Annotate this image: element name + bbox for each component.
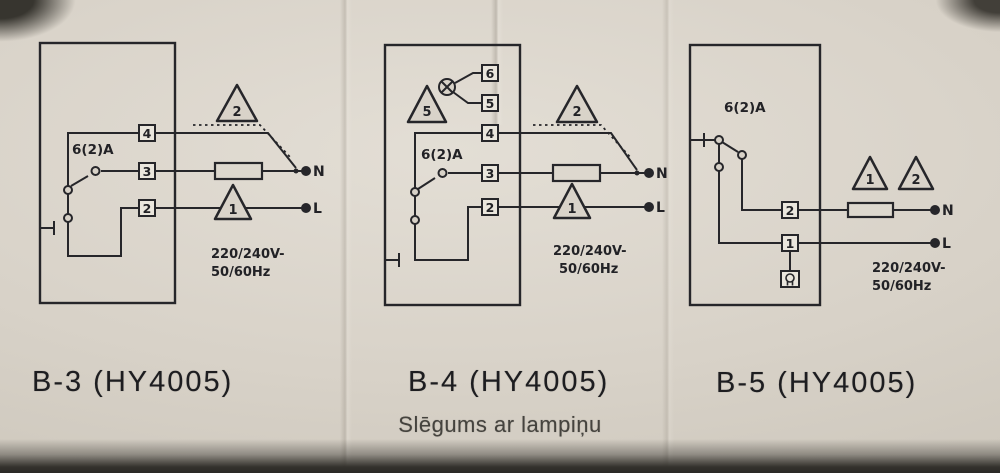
svg-text:220/240V-: 220/240V- [553,244,627,259]
terminal-4: 4 [481,124,499,142]
paper-crease [491,0,503,125]
terminal-3: 3 [138,162,156,180]
wiring-diagram-b5: 2 1 1 [688,43,954,307]
heater-load-resistor [846,201,895,219]
line-label: L [656,200,665,216]
line-label: L [942,236,951,252]
svg-text:5: 5 [422,105,431,120]
photo-shadow-bottom-edge [0,439,1000,473]
svg-text:2: 2 [572,105,581,120]
terminal-6: 6 [481,64,499,82]
heater-load-resistor [551,163,602,183]
svg-text:1: 1 [228,203,237,218]
photo-shadow-corner-top-left [0,0,105,58]
lamp-triangle-5: 5 [406,84,448,124]
neutral-terminal-dot [301,166,311,176]
terminal-3-number: 3 [143,164,152,179]
diagram-caption-b4: B-4 (HY4005) [408,366,610,398]
triangle-2: 2 [897,155,935,191]
neutral-label: N [656,166,668,182]
dashed-indicator-link [193,124,291,158]
diagram-caption-b3: B-3 (HY4005) [32,366,234,398]
switch-mechanism [40,132,139,257]
external-wiring [498,124,649,208]
voltage-rating-label: 220/240V- 50/60Hz [553,244,627,277]
current-rating-label: 6(2)A [421,147,463,163]
current-rating-label: 6(2)A [724,100,766,116]
neutral-label: N [942,203,954,219]
line-terminal-dot [301,203,311,213]
svg-text:220/240V-: 220/240V- [872,261,946,276]
diagram-caption-b5: B-5 (HY4005) [716,367,918,399]
voltage-rating-label: 220/240V- 50/60Hz [211,247,285,280]
svg-text:50/60Hz: 50/60Hz [559,262,618,277]
lamp-box-symbol [780,251,800,288]
svg-text:2: 2 [232,105,241,120]
svg-text:2: 2 [486,200,495,215]
indicator-triangle-2: 2 [555,84,599,124]
svg-text:5: 5 [486,96,495,111]
wiring-diagram-b4: 5 [383,43,668,307]
switch-mechanism [385,132,482,267]
terminal-2: 2 [138,199,156,217]
lamp-symbol [438,72,482,104]
svg-text:2: 2 [786,203,795,218]
svg-text:1: 1 [786,236,795,251]
neutral-label: N [313,164,325,180]
paper-crease [662,0,674,473]
switch-mechanism [690,133,782,244]
indicator-triangle-2: 2 [215,83,259,123]
terminal-4-number: 4 [143,126,152,141]
terminal-2: 2 [781,201,799,219]
svg-text:3: 3 [486,166,495,181]
thermostat-body-outline [38,41,177,305]
external-wiring [798,209,935,244]
current-rating-label: 6(2)A [72,142,114,158]
line-terminal-dot [930,238,940,248]
line-label: L [313,201,322,217]
paper-crease [340,0,352,473]
setting-shaft-icon [40,221,55,235]
setting-shaft-icon [690,133,705,147]
terminal-2-number: 2 [143,201,152,216]
triangle-1: 1 [851,155,889,191]
svg-text:4: 4 [486,126,495,141]
terminal-5: 5 [481,94,499,112]
svg-text:50/60Hz: 50/60Hz [872,279,931,294]
svg-text:220/240V-: 220/240V- [211,247,285,262]
svg-text:2: 2 [911,173,920,188]
heater-load-resistor [213,161,264,181]
sheet-subtitle: Slēgums ar lampiņu [398,412,602,437]
wiring-diagram-b3: 4 3 2 2 1 6(2)A N L 220/ [38,41,325,305]
load-triangle-1: 1 [213,183,253,221]
line-terminal-dot [644,202,654,212]
setting-shaft-icon [385,253,400,267]
neutral-terminal-dot [930,205,940,215]
svg-text:50/60Hz: 50/60Hz [211,265,270,280]
svg-text:1: 1 [865,173,874,188]
svg-text:6: 6 [486,66,495,81]
svg-text:1: 1 [567,202,576,217]
voltage-rating-label: 220/240V- 50/60Hz [872,261,946,294]
thermostat-body-outline [688,43,822,307]
terminal-2: 2 [481,198,499,216]
dashed-indicator-link [533,124,632,159]
thermostat-body-outline [383,43,522,307]
load-triangle-1: 1 [552,182,592,220]
photo-shadow-corner-top-right [908,0,1000,46]
neutral-terminal-dot [644,168,654,178]
terminal-4: 4 [138,124,156,142]
external-wiring [155,124,306,209]
terminal-1: 1 [781,234,799,252]
terminal-3: 3 [481,164,499,182]
